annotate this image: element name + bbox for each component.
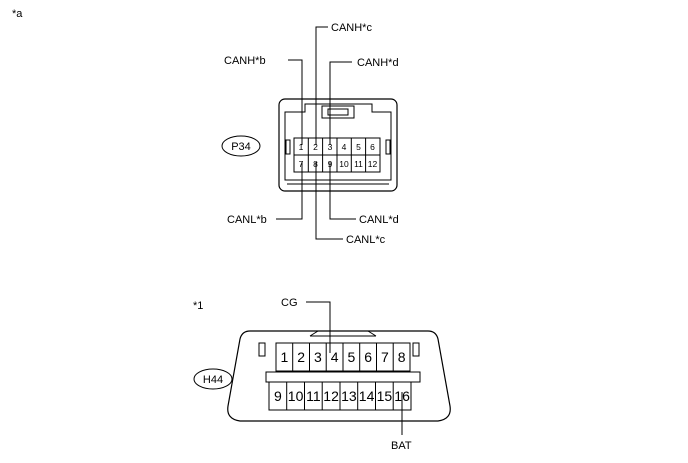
label-canh-c: CANH*c — [331, 22, 372, 34]
label-canh-b: CANH*b — [224, 55, 266, 67]
h44-pin-9: 9 — [274, 388, 282, 404]
leader-canh-d — [329, 61, 352, 145]
h44-name-badge — [193, 368, 233, 390]
h44-pin-2: 2 — [297, 349, 305, 365]
label-canh-d: CANH*d — [357, 57, 399, 69]
h44-pin-7: 7 — [381, 349, 389, 365]
p34-pin-4: 4 — [342, 142, 347, 152]
p34-name-badge — [221, 135, 261, 157]
p34-left-latch — [285, 139, 291, 155]
connector-h44: 1 2 3 4 5 6 7 8 9 10 11 12 13 14 15 16 — [227, 330, 451, 422]
label-canl-d: CANL*d — [359, 214, 399, 226]
p34-pin-2: 2 — [313, 142, 318, 152]
h44-pin-3: 3 — [314, 349, 322, 365]
marker-a: *a — [12, 8, 23, 20]
h44-housing — [227, 330, 451, 422]
h44-pin-5: 5 — [348, 349, 356, 365]
h44-right-slot — [412, 342, 420, 357]
p34-pin-5: 5 — [356, 142, 361, 152]
h44-pin-12: 12 — [323, 388, 339, 404]
h44-pin-6: 6 — [364, 349, 372, 365]
p34-right-latch — [385, 139, 391, 155]
h44-pin-14: 14 — [359, 388, 375, 404]
p34-housing — [278, 98, 398, 192]
p34-pin-11: 11 — [354, 159, 363, 169]
leader-canh-c — [315, 26, 328, 145]
h44-pin-1: 1 — [281, 349, 289, 365]
p34-pin-1: 1 — [299, 142, 304, 152]
h44-pin-15: 15 — [377, 388, 393, 404]
connector-p34: 1 2 3 4 5 6 7 8 9 10 11 12 — [278, 98, 398, 192]
label-canl-b: CANL*b — [227, 214, 267, 226]
h44-pin-10: 10 — [288, 388, 304, 404]
leader-cg — [306, 301, 331, 353]
p34-pin-10: 10 — [339, 159, 349, 169]
leader-canh-b — [288, 59, 303, 145]
p34-name: P34 — [231, 141, 251, 153]
h44-left-slot — [258, 342, 266, 357]
p34-pin-7: 7 — [299, 159, 304, 169]
h44-pin-13: 13 — [341, 388, 357, 404]
label-canl-c: CANL*c — [346, 234, 386, 246]
h44-pin-11: 11 — [306, 388, 321, 404]
p34-pin-12: 12 — [368, 159, 378, 169]
marker-1: *1 — [193, 300, 203, 312]
leader-canl-c — [315, 162, 343, 240]
h44-pin-8: 8 — [398, 349, 406, 365]
p34-pin-6: 6 — [370, 142, 375, 152]
label-bat: BAT — [391, 440, 412, 452]
leader-canl-b — [276, 162, 303, 220]
h44-pin-4: 4 — [331, 349, 339, 365]
label-cg: CG — [281, 297, 298, 309]
leader-canl-d — [329, 162, 356, 220]
p34-pin-3: 3 — [328, 142, 333, 152]
p34-lock-tab — [321, 105, 355, 119]
h44-name: H44 — [203, 374, 223, 386]
